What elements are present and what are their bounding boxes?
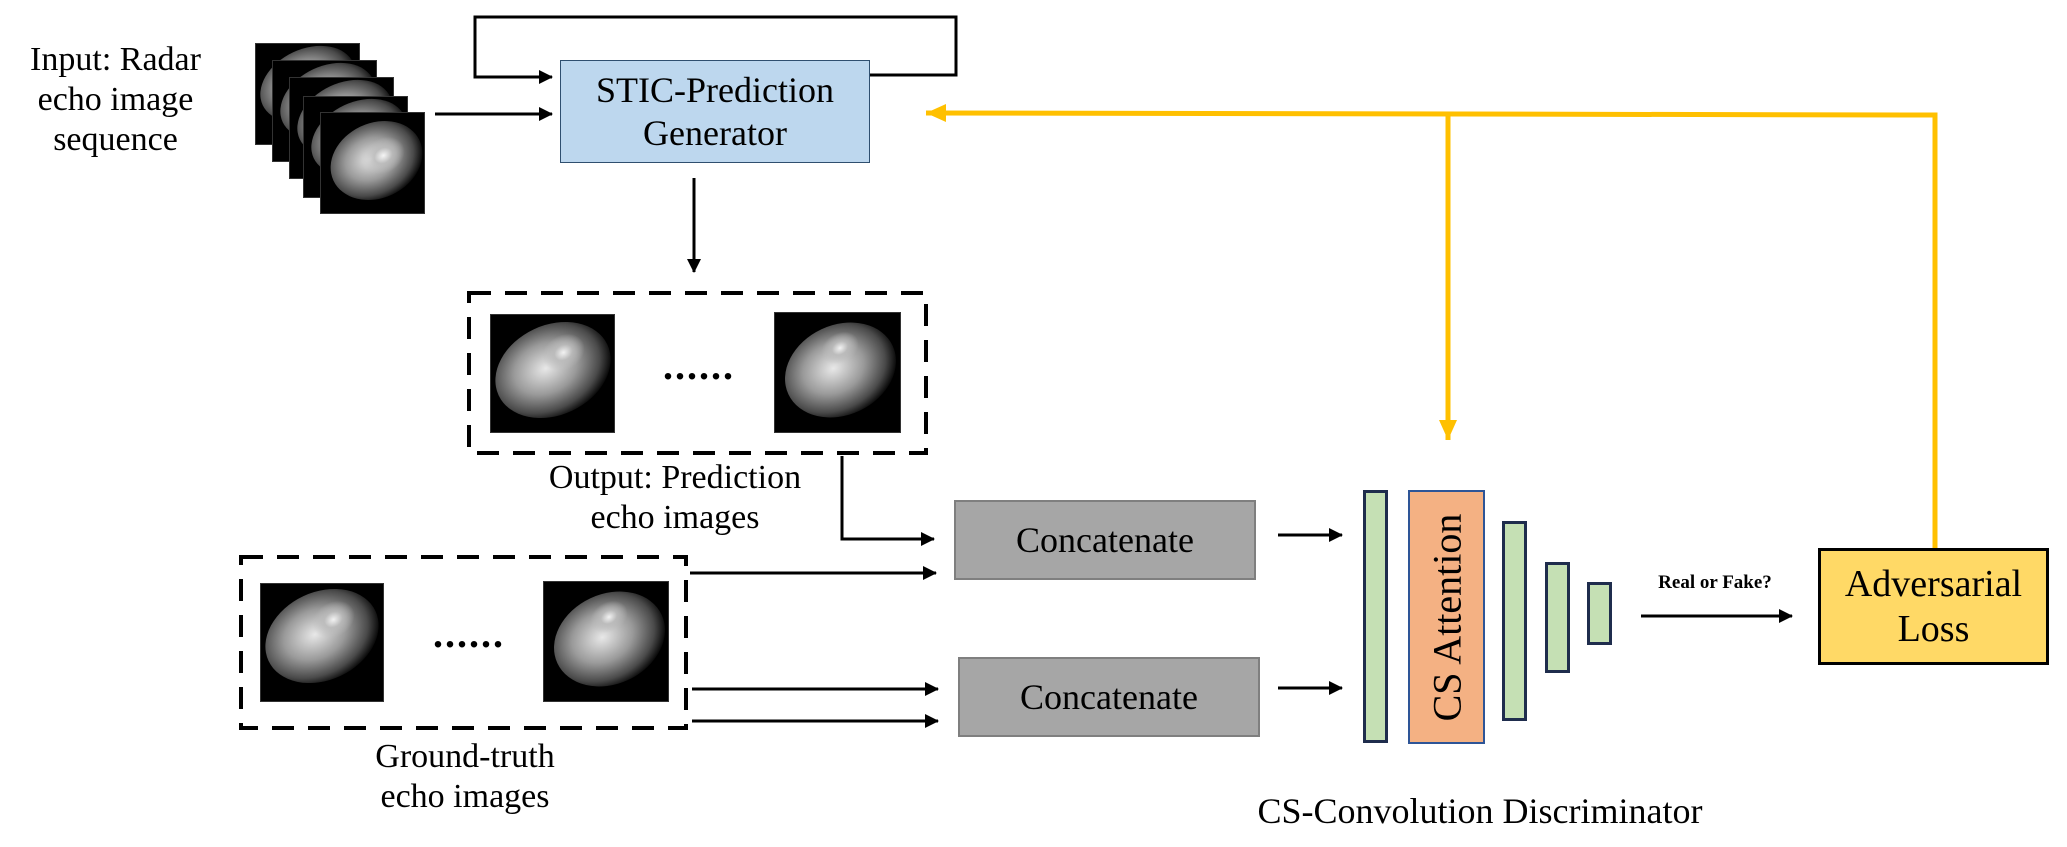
- ground-truth-label: Ground-truth echo images: [375, 738, 555, 816]
- cs-attention-block: CS Attention: [1408, 490, 1485, 744]
- conv-layer-4: [1587, 582, 1612, 645]
- input-frame-5: [320, 112, 425, 214]
- conv-layer-3: [1545, 562, 1570, 673]
- output-ellipsis: ......: [663, 343, 735, 388]
- stic-prediction-generator: STIC-Prediction Generator: [560, 60, 870, 163]
- adversarial-feedback-line: [925, 104, 1938, 548]
- ground-truth-ellipsis: ......: [433, 611, 505, 656]
- discriminator-caption: CS-Convolution Discriminator: [1257, 791, 1703, 831]
- output-image-last: [774, 312, 901, 433]
- concatenate-box-1: Concatenate: [954, 500, 1256, 580]
- output-label: Output: Prediction echo images: [548, 459, 802, 537]
- ground-truth-image-first: [260, 583, 384, 702]
- output-image-first: [490, 314, 615, 433]
- adversarial-loss-box: Adversarial Loss: [1818, 548, 2049, 665]
- conv-layer-2: [1502, 521, 1527, 721]
- recurrent-loop-arrow: [473, 15, 958, 84]
- input-label: Input: Radar echo image sequence: [30, 41, 201, 159]
- conv-layer-1: [1363, 490, 1388, 743]
- decision-label: Real or Fake?: [1658, 572, 1772, 593]
- concatenate-box-2: Concatenate: [958, 657, 1260, 737]
- output-to-concat1-arrow: [840, 456, 935, 546]
- ground-truth-image-last: [543, 581, 669, 702]
